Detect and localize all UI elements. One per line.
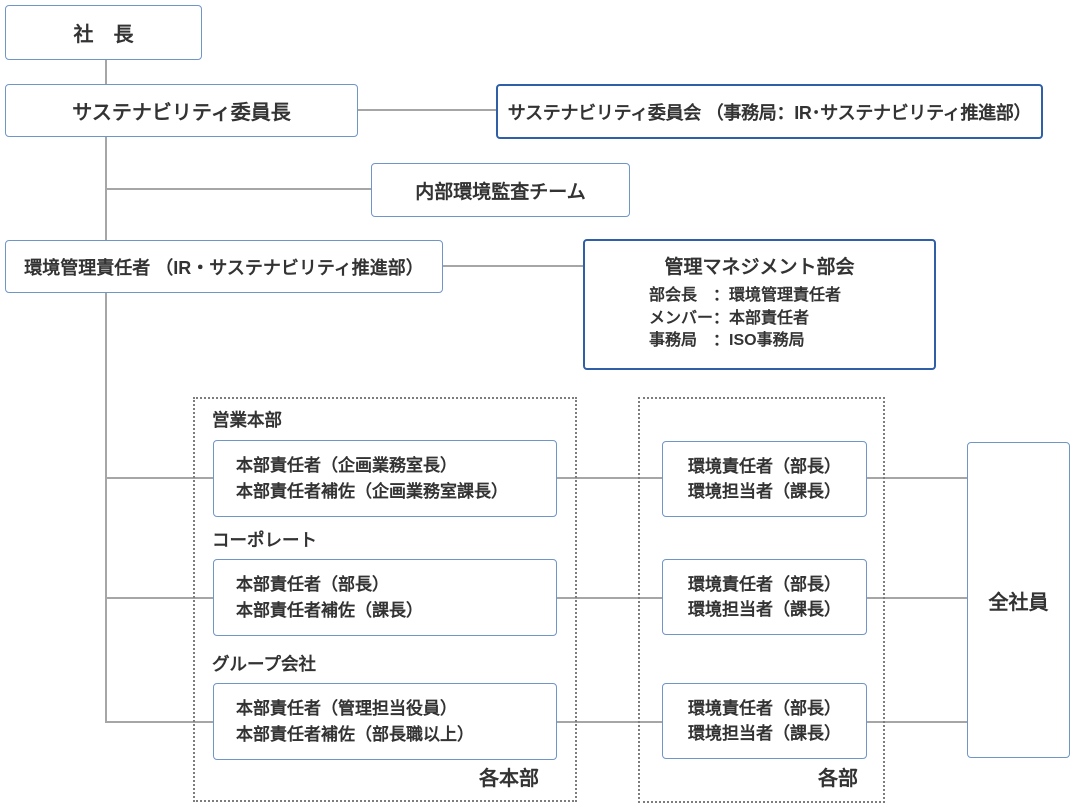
label-each-division: 各本部: [479, 768, 539, 790]
connector-chair-committee: [358, 109, 496, 111]
connector-row1-trunk-hq: [106, 477, 213, 479]
subcommittee-title: 管理マネジメント部会: [664, 257, 855, 278]
connector-row3-env-employees: [867, 721, 967, 723]
group-label-group-companies: グループ会社: [212, 654, 316, 674]
node-sustainability-chair-label: サステナビリティ委員長: [72, 102, 291, 124]
node-internal-audit-team: 内部環境監査チーム: [371, 163, 630, 217]
env-box-group-companies-line1: 環境責任者（部長）: [688, 698, 841, 718]
env-box-group-companies-line2: 環境担当者（課長）: [688, 724, 841, 743]
connector-trunk-vertical: [105, 137, 107, 723]
env-box-corporate-line1: 環境責任者（部長）: [688, 574, 841, 594]
hq-box-sales: 本部責任者（企画業務室長） 本部責任者補佐（企画業務室課長）: [213, 440, 557, 517]
hq-box-group-companies: 本部責任者（管理担当役員） 本部責任者補佐（部長職以上）: [213, 683, 557, 760]
hq-box-corporate-line1: 本部責任者（部長）: [236, 575, 389, 594]
hq-box-sales-line1: 本部責任者（企画業務室長）: [236, 456, 457, 475]
env-box-group-companies: 環境責任者（部長） 環境担当者（課長）: [662, 683, 867, 759]
group-label-corporate: コーポレート: [212, 530, 317, 550]
connector-row1-env-employees: [867, 477, 967, 479]
hq-box-corporate: 本部責任者（部長） 本部責任者補佐（課長）: [213, 559, 557, 636]
subcommittee-detail-secretariat: 事務局 ：ISO事務局: [649, 332, 805, 350]
subcommittee-detail-members: メンバー：本部責任者: [649, 309, 810, 327]
hq-box-corporate-line2: 本部責任者補佐（課長）: [236, 600, 423, 620]
hq-box-group-companies-line2: 本部責任者補佐（部長職以上）: [236, 724, 474, 744]
node-president-label: 社 長: [73, 24, 134, 46]
env-box-sales-line1: 環境責任者（部長）: [688, 456, 841, 476]
label-each-department: 各部: [818, 768, 858, 790]
node-president: 社 長: [5, 5, 202, 60]
group-label-sales: 営業本部: [212, 410, 282, 430]
connector-trunk-audit: [106, 188, 371, 190]
connector-president-chair: [105, 60, 107, 86]
env-box-corporate: 環境責任者（部長） 環境担当者（課長）: [662, 559, 867, 635]
connector-row3-trunk-hq: [106, 721, 213, 723]
subcommittee-detail-chair: 部会長 ：環境管理責任者: [649, 287, 842, 304]
connector-row2-trunk-hq: [106, 597, 213, 599]
node-internal-audit-team-label: 内部環境監査チーム: [415, 181, 586, 203]
env-box-sales: 環境責任者（部長） 環境担当者（課長）: [662, 441, 867, 517]
node-env-management-officer: 環境管理責任者 （IR・サステナビリティ推進部）: [5, 240, 443, 293]
connector-row1-hq-env: [557, 477, 662, 479]
connector-row3-hq-env: [557, 721, 662, 723]
node-sustainability-committee-label: サステナビリティ委員会 （事務局：IR･サステナビリティ推進部）: [507, 102, 1032, 123]
env-box-sales-line2: 環境担当者（課長）: [688, 482, 841, 501]
node-all-employees: 全社員: [967, 442, 1070, 758]
hq-box-group-companies-line1: 本部責任者（管理担当役員）: [236, 699, 457, 718]
container-divisions: [193, 397, 577, 802]
node-management-subcommittee: 管理マネジメント部会 部会長 ：環境管理責任者 メンバー：本部責任者 事務局 ：…: [583, 239, 936, 370]
node-sustainability-chair: サステナビリティ委員長: [5, 84, 358, 137]
node-sustainability-committee: サステナビリティ委員会 （事務局：IR･サステナビリティ推進部）: [496, 84, 1043, 139]
container-departments: [638, 397, 885, 803]
connector-row2-hq-env: [557, 597, 662, 599]
node-all-employees-label: 全社員: [988, 591, 1049, 614]
node-env-management-officer-label: 環境管理責任者 （IR・サステナビリティ推進部）: [24, 257, 424, 278]
env-box-corporate-line2: 環境担当者（課長）: [688, 600, 841, 619]
connector-row2-env-employees: [867, 597, 967, 599]
hq-box-sales-line2: 本部責任者補佐（企画業務室課長）: [236, 481, 508, 501]
connector-manager-subcommittee: [443, 265, 583, 267]
